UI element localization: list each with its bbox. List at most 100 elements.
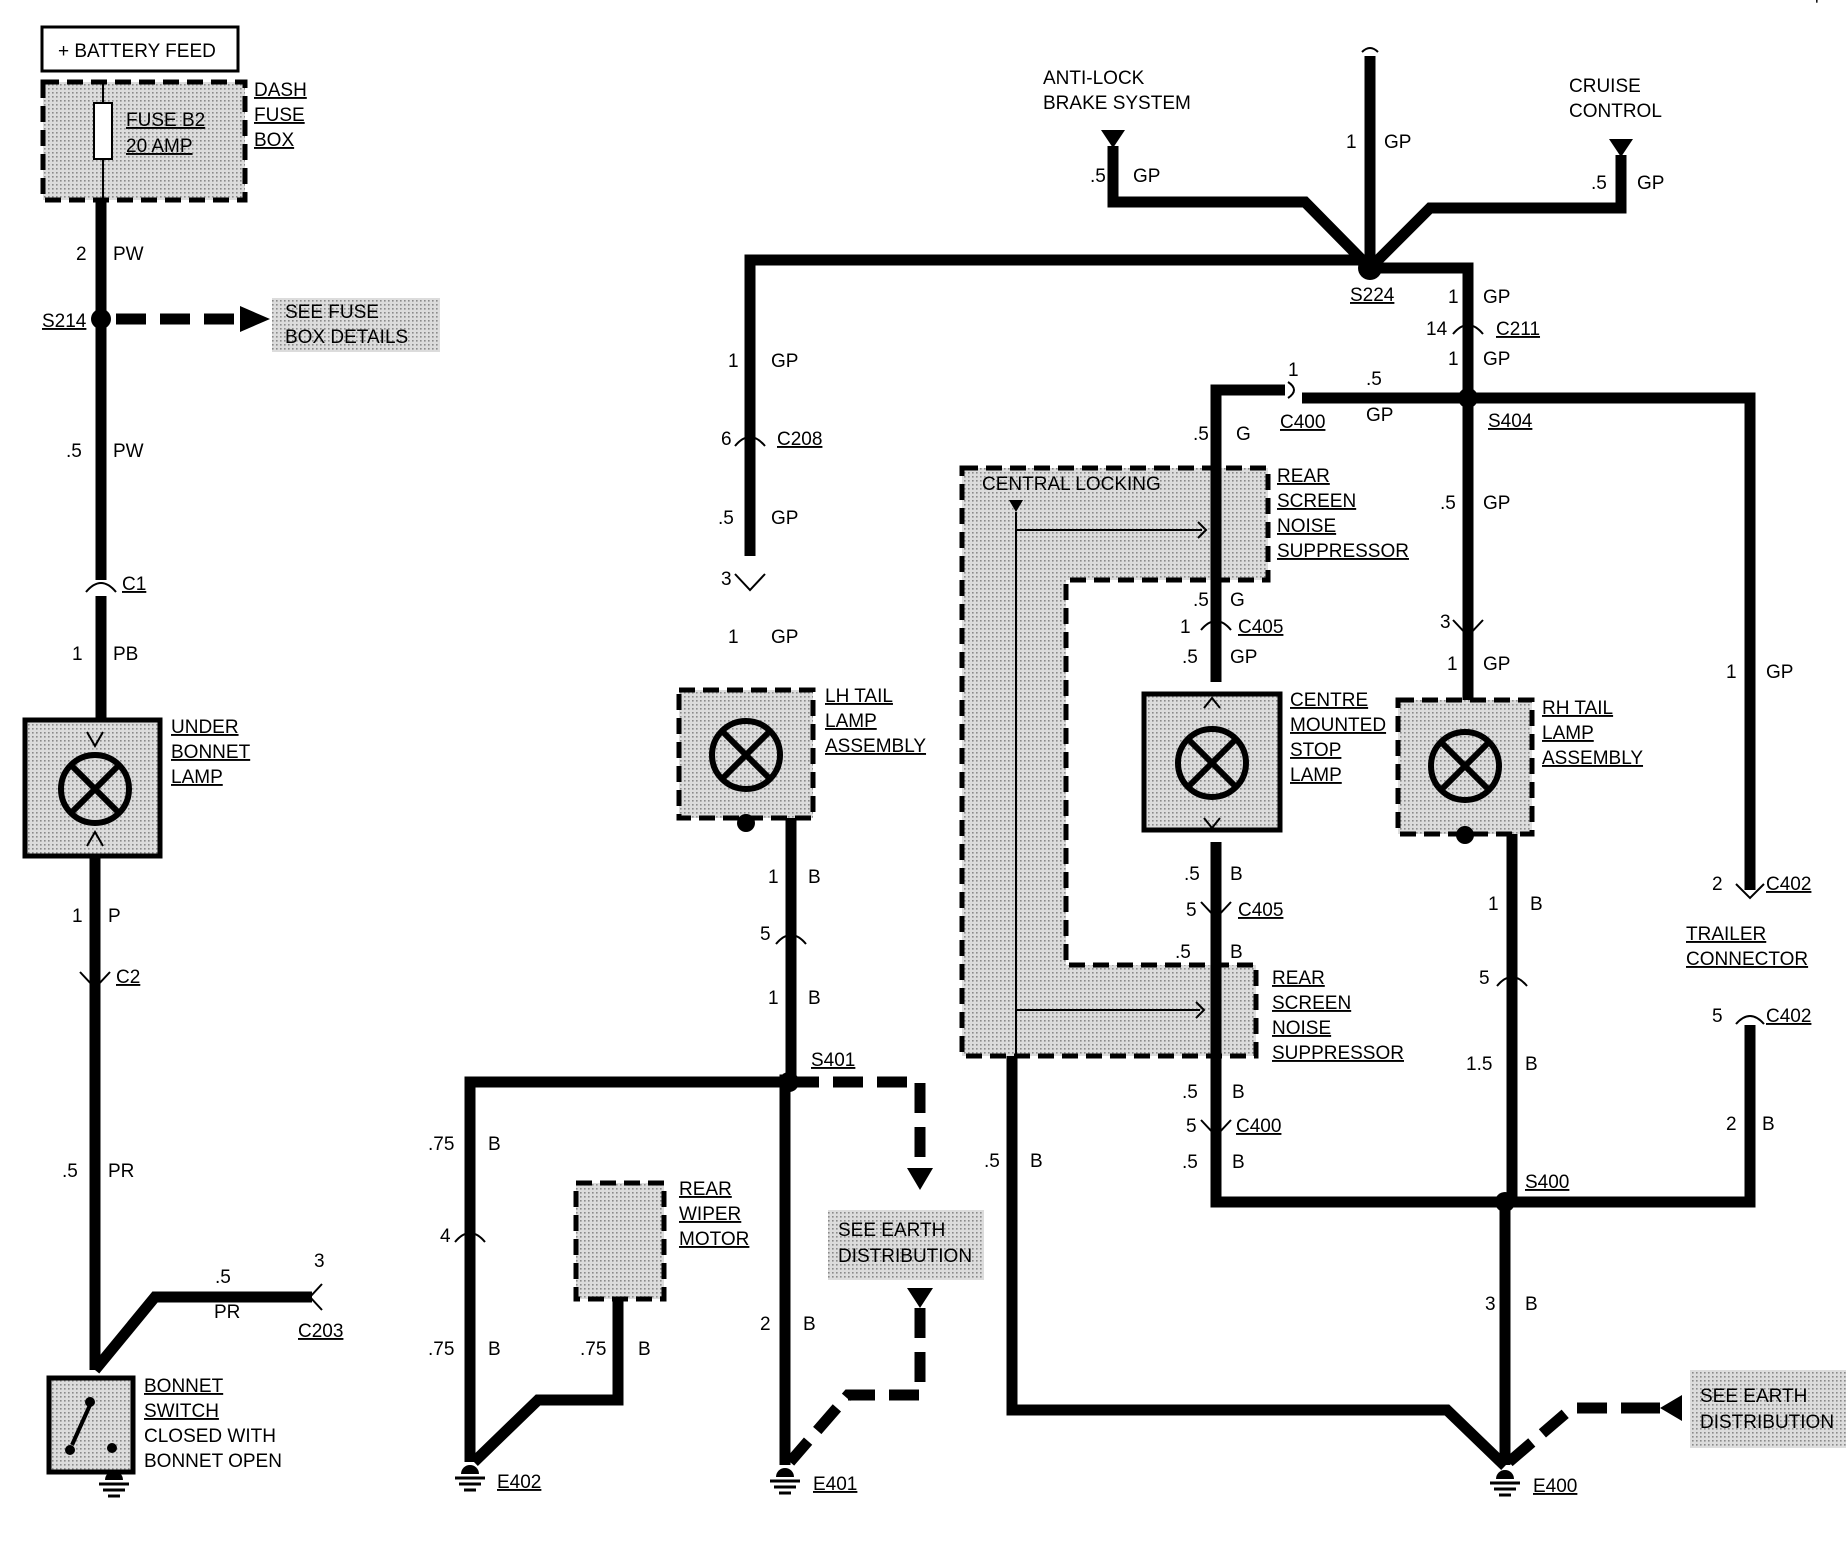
wire-color: PB [113, 644, 138, 665]
fuse-b2-label: FUSE B2 [126, 110, 205, 131]
wiper-label: MOTOR [679, 1229, 749, 1250]
lamp-label: LH TAIL [825, 686, 893, 707]
connector-c2-icon [79, 971, 111, 990]
wire-size: 1 [728, 351, 739, 372]
bonnet-switch-box [46, 1375, 136, 1475]
connector-label: C400 [1280, 412, 1325, 433]
wire-color: GP [1230, 647, 1257, 668]
wire-color: P [108, 906, 121, 927]
wire-color: GP [771, 351, 798, 372]
under-bonnet-circuit: + BATTERY FEED FUSE B2 20 AMP DASH FUSE … [22, 25, 440, 1498]
arrow-down-icon [1101, 130, 1125, 148]
wire-size: 6 [721, 429, 732, 450]
wire-size: .75 [580, 1339, 606, 1360]
earth-label: E401 [813, 1474, 857, 1495]
lamp-label: LAMP [825, 711, 877, 732]
wire-size: .5 [1182, 1082, 1198, 1103]
earth-label: E400 [1533, 1476, 1577, 1497]
see-earth-note [1690, 1370, 1846, 1448]
wire-color: GP [1483, 493, 1510, 514]
wire-size: .5 [984, 1151, 1000, 1172]
lamp-label: BONNET [171, 742, 251, 763]
suppressor-label: NOISE [1277, 516, 1336, 537]
see-earth-note [828, 1210, 984, 1280]
wire-size: .5 [1090, 166, 1106, 187]
connector-c203-icon [308, 1283, 323, 1311]
lamp-label: CENTRE [1290, 690, 1368, 711]
lh-tail-branch: 6 C208 .5 GP 3 1 GP LH TAIL LAMP ASSEMBL… [428, 429, 984, 1495]
rh-tail-branch: .5 GP 3 1 GP RH TAIL LAMP ASSEMBLY 1 B 5… [1395, 398, 1846, 1497]
wire-size: .5 [1366, 369, 1382, 390]
arrow-right-icon [240, 306, 270, 332]
wire-color: G [1236, 424, 1251, 445]
wire-color: GP [1766, 662, 1793, 683]
wire-color: GP [1637, 173, 1664, 194]
wire-size: 5 [1186, 1116, 1197, 1137]
wire-size: .5 [1182, 647, 1198, 668]
lamp-label: ASSEMBLY [1542, 748, 1643, 769]
connector-c208-icon [734, 436, 766, 447]
wire-size: 5 [1186, 900, 1197, 921]
wire-color: GP [1384, 132, 1411, 153]
abs-label: BRAKE SYSTEM [1043, 93, 1191, 114]
wire-color: B [1530, 894, 1543, 915]
wire-color: GP [1133, 166, 1160, 187]
wire-size: 1 [1447, 654, 1458, 675]
splice-s214 [91, 309, 111, 329]
wire-size: 1.5 [1466, 1054, 1492, 1075]
wire-color: B [1762, 1114, 1775, 1135]
wire-color: B [1030, 1151, 1043, 1172]
wire-size: .75 [428, 1134, 454, 1155]
note-text: SEE EARTH [838, 1220, 945, 1241]
wire-size: 3 [721, 569, 732, 590]
note-text: SEE EARTH [1700, 1386, 1807, 1407]
corner-mark: ' [1815, 0, 1819, 17]
wire-size: .5 [1591, 173, 1607, 194]
arrow-up-icon [907, 1168, 933, 1190]
wire-size: .5 [215, 1267, 231, 1288]
wire-size: 4 [440, 1226, 451, 1247]
connector-c402-icon [1735, 1015, 1765, 1025]
connector-label: C203 [298, 1321, 343, 1342]
connector-label: C400 [1236, 1116, 1281, 1137]
lamp-label: LAMP [171, 767, 223, 788]
lamp-label: UNDER [171, 717, 239, 738]
wire-color: PR [214, 1302, 240, 1323]
dash-label: DASH [254, 80, 307, 101]
wire-size: 3 [1485, 1294, 1496, 1315]
note-text: BOX DETAILS [285, 327, 408, 348]
wire-color: B [803, 1314, 816, 1335]
wire-size: 1 [768, 867, 779, 888]
arrow-down-icon [1609, 139, 1633, 157]
wire-color: B [1525, 1054, 1538, 1075]
box-label: BOX [254, 130, 294, 151]
splice-s400 [1495, 1192, 1515, 1212]
connector-c402-icon [1735, 883, 1765, 900]
wire-size: .5 [718, 508, 734, 529]
wire-size: 1 [72, 644, 83, 665]
connector-label: C402 [1766, 874, 1811, 895]
splice-label: S401 [811, 1050, 855, 1071]
wire-color: PR [108, 1161, 134, 1182]
wiper-label: REAR [679, 1179, 732, 1200]
wire-size: .5 [66, 441, 82, 462]
central-locking-label: CENTRAL LOCKING [982, 474, 1161, 495]
rear-wiper-motor-box [573, 1180, 667, 1302]
wire-color: GP [1483, 349, 1510, 370]
wire-size: .5 [1184, 864, 1200, 885]
wire-color: B [1232, 1082, 1245, 1103]
wire-size: .5 [62, 1161, 78, 1182]
trailer-label: TRAILER [1686, 924, 1766, 945]
earth-label: E402 [497, 1472, 541, 1493]
suppressor-label: NOISE [1272, 1018, 1331, 1039]
wire-size: 2 [76, 244, 87, 265]
wire-color: B [808, 867, 821, 888]
note-text: DISTRIBUTION [838, 1246, 972, 1267]
connector-label: C1 [122, 574, 146, 595]
wire-size: .5 [1193, 590, 1209, 611]
wire-color: PW [113, 244, 144, 265]
central-locking-block [959, 465, 1271, 1059]
earth-icon [768, 1466, 802, 1495]
earth-icon [453, 1463, 487, 1492]
